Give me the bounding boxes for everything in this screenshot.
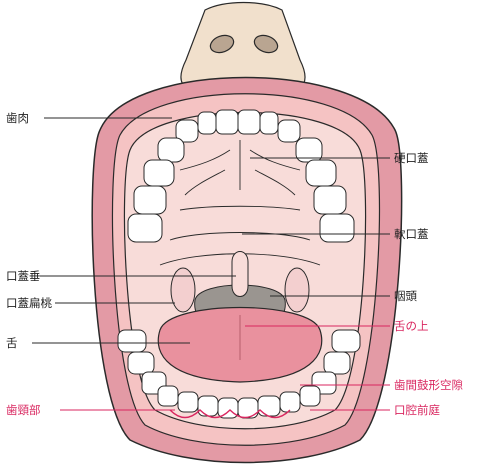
uvula bbox=[232, 252, 248, 297]
label-tonsil: 口蓋扁桃 bbox=[6, 296, 52, 310]
label-interdental-papilla: 歯間鼓形空隙 bbox=[394, 378, 463, 392]
label-uvula: 口蓋垂 bbox=[6, 269, 41, 283]
label-soft-palate: 軟口蓋 bbox=[394, 227, 429, 241]
label-gingiva: 歯肉 bbox=[6, 111, 29, 125]
label-hard-palate: 硬口蓋 bbox=[394, 151, 429, 165]
label-tongue-top: 舌の上 bbox=[394, 319, 429, 333]
label-tongue: 舌 bbox=[6, 336, 18, 350]
label-pharynx: 咽頭 bbox=[394, 289, 417, 303]
label-oral-vestibule: 口腔前庭 bbox=[394, 403, 440, 417]
tonsil-right bbox=[285, 268, 309, 312]
label-gingival-margin: 歯頸部 bbox=[6, 403, 41, 417]
tonsil-left bbox=[171, 268, 195, 312]
